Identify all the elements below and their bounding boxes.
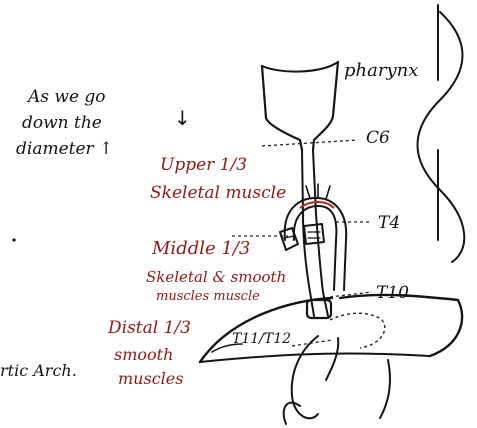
esophagus-tube: [302, 150, 331, 318]
diameter-note-line-3: diameter ↑: [16, 139, 113, 159]
distal-segment-label: Distal 1/3 smooth muscles: [107, 318, 191, 388]
diameter-note-line-1: As we go: [26, 87, 106, 107]
upper-third-title: Upper 1/3: [160, 155, 247, 175]
upper-segment-label: Upper 1/3 Skeletal muscle: [150, 155, 286, 203]
pharynx-shape: [262, 62, 338, 150]
distal-third-muscle-2: muscles: [118, 369, 183, 388]
t4-label: T4: [378, 213, 400, 233]
c6-label: C6: [366, 128, 390, 148]
wave-sketch: [418, 5, 465, 262]
pharynx-label: pharynx: [344, 60, 418, 81]
diameter-note-line-2: down the: [22, 113, 102, 133]
diameter-note: As we go down the diameter ↑: [16, 87, 113, 159]
upper-third-muscle: Skeletal muscle: [150, 183, 286, 203]
aortic-arch-label: rtic Arch.: [0, 361, 77, 380]
t11-t12-label: T11/T12: [232, 331, 291, 347]
t10-label: T10: [376, 283, 409, 303]
stray-dot: [12, 238, 15, 241]
middle-segment-label: Middle 1/3 Skeletal & smooth muscles mus…: [146, 238, 286, 304]
down-arrow-icon: ↓: [174, 106, 191, 130]
aortic-arch-shape: [280, 184, 346, 290]
middle-third-muscles-word: muscles muscle: [156, 289, 260, 304]
middle-third-muscle: Skeletal & smooth: [146, 268, 286, 286]
distal-third-title: Distal 1/3: [107, 318, 191, 338]
distal-third-muscle-1: smooth: [114, 345, 173, 364]
middle-third-title: Middle 1/3: [151, 238, 250, 259]
